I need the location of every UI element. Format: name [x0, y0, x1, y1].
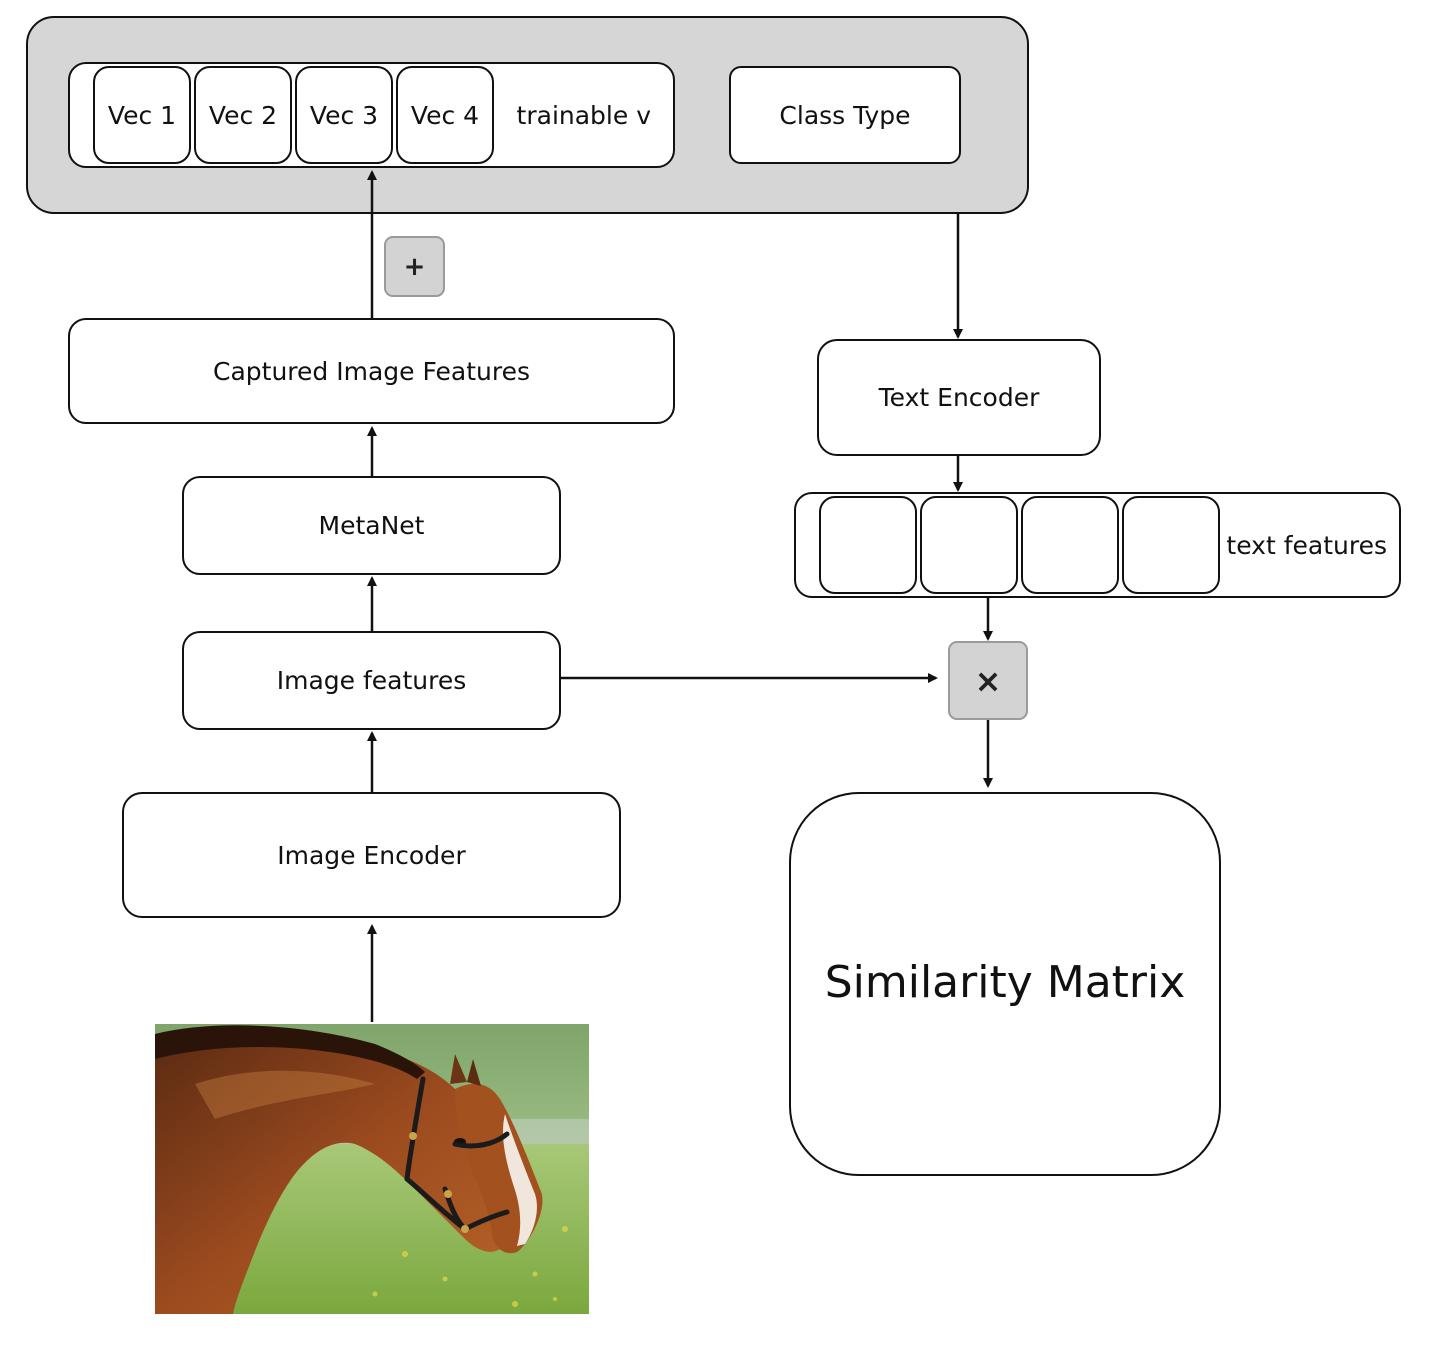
captured-image-features-box: Captured Image Features [68, 318, 675, 424]
vec-1-label: Vec 1 [107, 100, 177, 130]
text-feature-cell [819, 496, 917, 594]
vec-2-box: Vec 2 [194, 66, 292, 164]
vec-4-label: Vec 4 [410, 100, 480, 130]
plus-icon: + [403, 251, 426, 282]
image-encoder-label: Image Encoder [277, 840, 466, 870]
vec-2-label: Vec 2 [208, 100, 278, 130]
similarity-matrix-box: Similarity Matrix [789, 792, 1221, 1176]
similarity-matrix-label: Similarity Matrix [824, 956, 1186, 1008]
trainable-label: trainable v [516, 100, 651, 130]
metanet-box: MetaNet [182, 476, 561, 575]
vec-3-box: Vec 3 [295, 66, 393, 164]
multiply-operator: × [948, 641, 1028, 720]
text-encoder-box: Text Encoder [817, 339, 1101, 456]
class-type-label: Class Type [779, 100, 911, 130]
text-features-label: text features [1226, 530, 1387, 560]
times-icon: × [974, 661, 1002, 700]
vec-1-box: Vec 1 [93, 66, 191, 164]
horse-photo-graphic [155, 1024, 589, 1314]
text-encoder-label: Text Encoder [878, 383, 1040, 412]
text-feature-cell [1021, 496, 1119, 594]
plus-operator: + [384, 236, 445, 297]
vec-3-label: Vec 3 [309, 100, 379, 130]
image-encoder-box: Image Encoder [122, 792, 621, 918]
image-features-box: Image features [182, 631, 561, 730]
class-type-box: Class Type [729, 66, 961, 164]
captured-image-features-label: Captured Image Features [213, 356, 530, 386]
text-feature-cell [920, 496, 1018, 594]
text-feature-cell [1122, 496, 1220, 594]
input-image [155, 1024, 589, 1314]
metanet-label: MetaNet [318, 511, 425, 540]
image-features-label: Image features [276, 666, 467, 695]
vec-4-box: Vec 4 [396, 66, 494, 164]
